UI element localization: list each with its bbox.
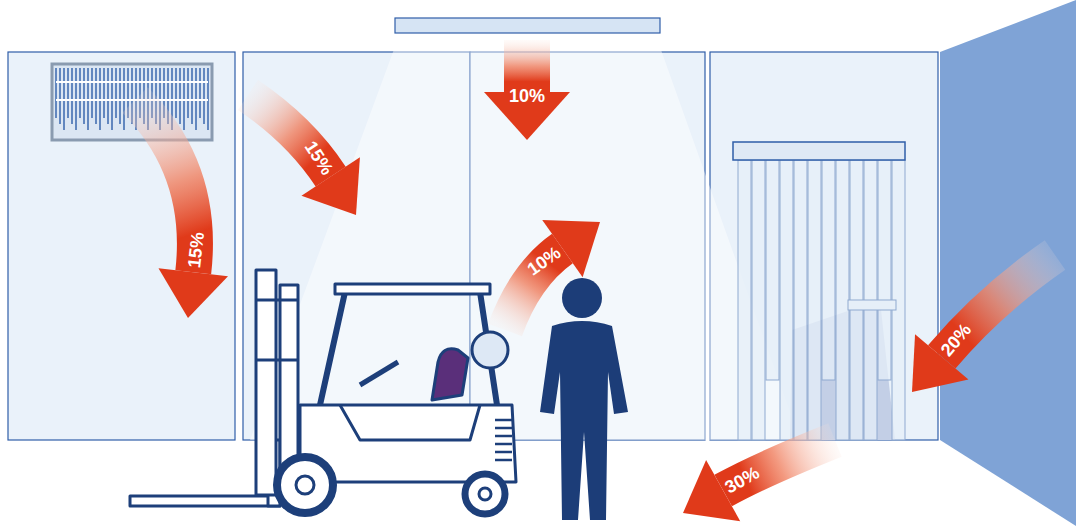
wheel-hub bbox=[296, 476, 314, 494]
evaporator-fin bbox=[179, 68, 180, 124]
strip-curtain bbox=[733, 142, 905, 440]
percentage-label: 10% bbox=[525, 243, 565, 278]
curtain-strip bbox=[752, 160, 765, 440]
curtain-strip bbox=[780, 160, 793, 440]
head bbox=[562, 278, 602, 318]
heat-arrow bbox=[683, 440, 835, 521]
evaporator-fin bbox=[107, 68, 108, 124]
frost-band bbox=[56, 99, 208, 101]
evaporator-fin bbox=[187, 68, 188, 118]
mast-bar bbox=[256, 299, 298, 302]
evaporator-fin bbox=[91, 68, 92, 118]
evaporator-fin bbox=[203, 68, 204, 124]
overhead-guard bbox=[320, 292, 497, 405]
evaporator-fin bbox=[71, 68, 72, 124]
evaporator-frame bbox=[52, 64, 212, 140]
cab-roof bbox=[335, 284, 490, 294]
heat-arrow bbox=[248, 95, 360, 215]
percentage-label: 15% bbox=[301, 138, 336, 178]
fork bbox=[130, 496, 280, 506]
evaporator-unit bbox=[52, 64, 212, 140]
seat bbox=[432, 349, 468, 400]
front-wheel bbox=[277, 457, 333, 513]
arrow-head bbox=[158, 268, 228, 318]
wheel-hub bbox=[479, 488, 491, 500]
mast bbox=[256, 270, 276, 495]
arrow-shaft bbox=[504, 40, 550, 92]
evaporator-fin bbox=[175, 68, 176, 118]
evaporator-fin bbox=[115, 68, 116, 118]
heat-arrow bbox=[912, 255, 1055, 392]
percentage-label: 30% bbox=[722, 463, 762, 496]
light-fixture bbox=[395, 18, 660, 33]
curtain-rail bbox=[733, 142, 905, 160]
body bbox=[540, 321, 628, 520]
curtain-strip bbox=[808, 160, 821, 440]
worker-silhouette bbox=[540, 278, 628, 520]
evaporator-fin bbox=[103, 68, 104, 118]
evaporator-fin bbox=[119, 68, 120, 124]
curtain-strip bbox=[766, 160, 779, 380]
heat-arrow bbox=[484, 40, 570, 140]
curtain-tie bbox=[848, 300, 896, 310]
curtain-strip bbox=[836, 160, 849, 440]
percentage-label: 10% bbox=[509, 87, 545, 105]
side-wall bbox=[940, 0, 1076, 526]
wall-panel bbox=[8, 52, 235, 440]
light-cone bbox=[250, 33, 800, 440]
evaporator-fin bbox=[83, 68, 84, 124]
frost-band bbox=[56, 81, 208, 83]
arrow-shaft bbox=[135, 100, 195, 272]
steering bbox=[360, 362, 398, 385]
percentage-label: 15% bbox=[185, 232, 207, 270]
evaporator-fin bbox=[95, 68, 96, 124]
grille bbox=[495, 420, 512, 460]
percentage-label: 20% bbox=[937, 321, 974, 360]
curtain-strip bbox=[738, 160, 751, 440]
heat-arrows bbox=[135, 40, 1055, 521]
evaporator-fin bbox=[191, 68, 192, 124]
mast-bar bbox=[256, 359, 298, 362]
curtain-strip bbox=[878, 160, 891, 380]
curtain-strip bbox=[794, 160, 807, 440]
evaporator-fin bbox=[199, 68, 200, 118]
rear-wheel bbox=[465, 474, 505, 514]
body-line bbox=[340, 405, 480, 440]
heat-arrow bbox=[135, 100, 228, 318]
wall-panel bbox=[710, 52, 938, 440]
heat-arrow bbox=[505, 220, 600, 330]
gas-tank bbox=[472, 332, 508, 368]
evaporator-fin bbox=[79, 68, 80, 118]
evaporator-fin bbox=[55, 68, 56, 118]
evaporator-fin bbox=[59, 68, 60, 124]
evaporator-fin bbox=[67, 68, 68, 118]
curtain-strip bbox=[822, 160, 835, 380]
